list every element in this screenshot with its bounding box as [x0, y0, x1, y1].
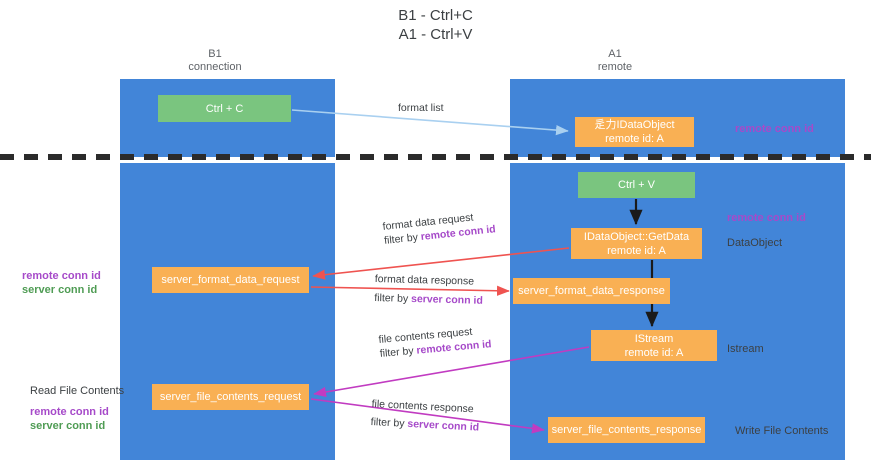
annotation-left-remote-conn-id-mid: remote conn id	[22, 270, 101, 282]
edge-label-file-contents-response: file contents response filter by server …	[370, 397, 480, 435]
node-getdata-line2: remote id: A	[607, 244, 666, 257]
node-server-format-data-request[interactable]: server_format_data_request	[152, 267, 309, 293]
annotation-left-server-conn-id-bottom: server conn id	[30, 420, 106, 432]
node-istream-line1: IStream	[634, 332, 674, 345]
node-ctrl-v-label: Ctrl + V	[618, 179, 655, 191]
lane-b1-bottom	[120, 163, 335, 460]
node-server-file-contents-response-label: server_file_contents_response	[551, 424, 702, 436]
node-server-format-data-response[interactable]: server_format_data_response	[513, 278, 670, 304]
annotation-remote-conn-id-mid: remote conn id	[727, 212, 806, 224]
filter-prefix: filter by	[370, 415, 408, 430]
annotation-left-conn-ids-mid: remote conn id server conn id	[22, 269, 101, 297]
annotation-left-read-file-contents-block: Read File Contents remote conn id server…	[30, 384, 124, 433]
annotation-read-file-contents: Read File Contents	[30, 385, 125, 397]
node-idataobject[interactable]: ⾡⼒IDataObject remote id: A	[575, 117, 694, 147]
filter-key: server conn id	[407, 417, 480, 434]
node-server-file-contents-request-label: server_file_contents_request	[159, 391, 302, 403]
annotation-write-file-contents: Write File Contents	[735, 425, 829, 437]
filter-prefix: filter by	[383, 231, 422, 247]
annotation-dataobject: DataObject	[727, 237, 783, 249]
dashed-divider	[0, 154, 871, 160]
annotation-istream: Istream	[727, 343, 764, 355]
node-server-file-contents-response[interactable]: server_file_contents_response	[548, 417, 705, 443]
edge-label-format-data-response-main: format data response	[374, 272, 475, 288]
node-getdata[interactable]: IDataObject::GetData remote id: A	[571, 228, 702, 259]
node-ctrl-c-label: Ctrl + C	[205, 102, 244, 115]
annotation-left-server-conn-id-mid: server conn id	[22, 284, 98, 296]
node-server-format-data-request-label: server_format_data_request	[161, 274, 300, 286]
column-heading-b1: B1 connection	[188, 48, 242, 73]
edge-label-file-contents-response-main: file contents response	[371, 397, 474, 416]
diagram-title: B1 - Ctrl+C A1 - Ctrl+V	[398, 7, 473, 43]
filter-prefix: filter by	[374, 291, 412, 305]
node-idataobject-line2: remote id: A	[605, 133, 664, 145]
filter-key: server conn id	[410, 292, 483, 307]
edge-label-format-data-request: format data request filter by remote con…	[382, 208, 496, 248]
column-heading-a1: A1 remote	[597, 48, 633, 73]
node-istream-line2: remote id: A	[624, 346, 684, 359]
node-ctrl-c[interactable]: Ctrl + C	[158, 95, 291, 122]
edge-label-file-contents-request: file contents request filter by remote c…	[378, 323, 492, 361]
node-server-format-data-response-label: server_format_data_response	[518, 285, 665, 297]
node-idataobject-line1: ⾡⼒IDataObject	[594, 119, 675, 131]
node-getdata-line1: IDataObject::GetData	[583, 230, 690, 243]
node-ctrl-v[interactable]: Ctrl + V	[578, 172, 695, 198]
edge-label-format-data-response-filter: filter by server conn id	[374, 291, 483, 308]
edge-label-format-data-response: format data response filter by server co…	[374, 272, 483, 308]
node-server-file-contents-request[interactable]: server_file_contents_request	[152, 384, 309, 410]
filter-prefix: filter by	[379, 344, 417, 360]
edge-label-format-list: format list	[398, 102, 444, 114]
annotation-left-remote-conn-id-bottom: remote conn id	[30, 406, 109, 418]
annotation-remote-conn-id-top: remote conn id	[735, 123, 814, 135]
node-istream[interactable]: IStream remote id: A	[591, 330, 717, 361]
edge-label-file-contents-response-filter: filter by server conn id	[370, 415, 479, 435]
lane-a1-bottom	[510, 163, 845, 460]
